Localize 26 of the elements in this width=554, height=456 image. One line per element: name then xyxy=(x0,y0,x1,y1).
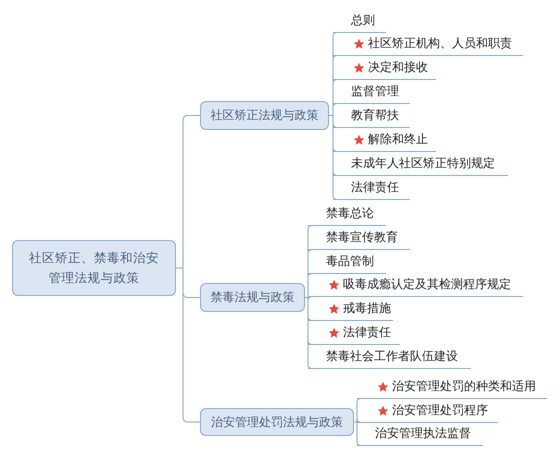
topic-text: 治安管理执法监督 xyxy=(375,425,471,442)
connector-line xyxy=(304,273,312,298)
topic-text: 治安管理处罚的种类和适用 xyxy=(392,378,536,395)
topic-text: 决定和接收 xyxy=(368,59,428,76)
subtopic-box: 禁毒法规与政策 xyxy=(200,283,305,312)
topic-text: 未成年人社区矫正特别规定 xyxy=(351,155,495,172)
connector-line xyxy=(304,297,312,369)
topic-text: 禁毒总论 xyxy=(326,205,374,222)
topic-text: 社区矫正机构、人员和职责 xyxy=(368,35,512,52)
topic-text: 吸毒成瘾认定及其检测程序规定 xyxy=(343,276,511,293)
central-topic-box: 社区矫正、禁毒和治安管理法规与政策 xyxy=(12,240,176,296)
subtopic-box: 治安管理处罚法规与政策 xyxy=(200,408,354,436)
subtopic-box: 社区矫正法规与政策 xyxy=(200,101,329,130)
connector-line xyxy=(176,268,200,422)
topic-text: 禁毒宣传教育 xyxy=(326,229,398,246)
connector-line xyxy=(354,422,362,446)
topic-text: 监督管理 xyxy=(351,83,399,100)
topic-text: 法律责任 xyxy=(351,179,399,196)
topic-text: 解除和终止 xyxy=(368,131,428,148)
topic-text: 治安管理处罚程序 xyxy=(392,402,488,419)
topic-text: 总则 xyxy=(351,12,375,29)
topic-text: 法律责任 xyxy=(343,324,391,341)
topic-text: 禁毒社会工作者队伍建设 xyxy=(326,348,458,365)
topic-text: 教育帮扶 xyxy=(351,107,399,124)
topic-text: 毒品管制 xyxy=(326,253,374,270)
topic-text: 戒毒措施 xyxy=(343,300,391,317)
